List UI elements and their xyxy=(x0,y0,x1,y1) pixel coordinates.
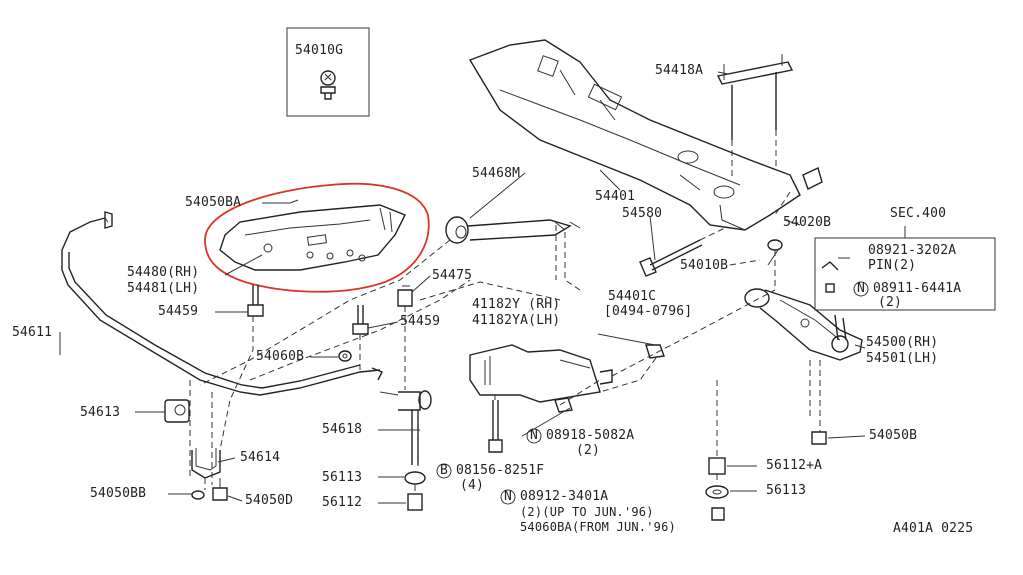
bolt-54459-left xyxy=(247,285,264,317)
label-56113-right: 56113 xyxy=(766,483,807,498)
bracket-41182Y xyxy=(469,344,613,403)
label-54401C: 54401C xyxy=(608,289,657,304)
label-08156: 08156-8251F xyxy=(456,463,545,478)
leader-lines xyxy=(59,71,866,504)
label-08918: 08918-5082A xyxy=(546,428,635,443)
circle-n-08911: N xyxy=(857,281,866,296)
label-54480-rh: 54480(RH) xyxy=(127,265,200,280)
washer-54060B xyxy=(338,350,383,381)
label-54010B: 54010B xyxy=(680,258,729,273)
label-54050B: 54050B xyxy=(869,428,918,443)
bracket-54418A xyxy=(716,54,794,180)
label-56112A: 56112+A xyxy=(766,458,823,473)
tension-rod-54468M xyxy=(445,216,581,291)
nut-08918 xyxy=(554,397,573,413)
label-54401: 54401 xyxy=(595,189,636,204)
clip-54010G-box xyxy=(286,27,370,117)
washer-54010B xyxy=(767,239,783,290)
label-54050D: 54050D xyxy=(245,493,294,508)
label-54500-rh: 54500(RH) xyxy=(866,335,939,350)
label-56112-left: 56112 xyxy=(322,495,363,510)
label-54050BA: 54050BA xyxy=(185,195,242,210)
nut-54050B-right xyxy=(811,431,827,445)
label-54475: 54475 xyxy=(432,268,473,283)
assembly-lines xyxy=(189,239,821,494)
label-54060B: 54060B xyxy=(256,349,305,364)
bushing-56112A-right xyxy=(708,457,726,484)
label-54418A: 54418A xyxy=(655,63,704,78)
bolt-54475 xyxy=(397,285,413,307)
washer-54050BB xyxy=(191,490,205,500)
bolt-54459-center xyxy=(352,305,369,335)
circle-b-08156: B xyxy=(440,463,449,478)
highlight-circle xyxy=(204,182,430,293)
label-08921: 08921-3202A xyxy=(868,243,957,258)
label-54459-left: 54459 xyxy=(158,304,199,319)
bolt-54580 xyxy=(639,227,726,277)
label-54060BA: 54060BA(FROM JUN.'96) xyxy=(520,520,676,534)
label-54010G: 54010G xyxy=(295,43,344,58)
bushing-56113-left xyxy=(404,471,426,485)
nut-08912 xyxy=(711,507,725,521)
label-08911: 08911-6441A xyxy=(873,281,962,296)
label-41182YA: 41182YA(LH) xyxy=(472,313,561,328)
label-54020B: 54020B xyxy=(783,215,832,230)
label-54481-lh: 54481(LH) xyxy=(127,281,200,296)
nut-54020B xyxy=(774,167,823,216)
label-54501-lh: 54501(LH) xyxy=(866,351,939,366)
label-41182Y: 41182Y (RH) xyxy=(472,297,561,312)
lower-arm-54500 xyxy=(744,288,863,361)
label-54611: 54611 xyxy=(12,325,53,340)
label-08918-qty: (2) xyxy=(576,443,601,458)
transverse-bracket-54480 xyxy=(219,204,406,271)
label-54468M: 54468M xyxy=(472,166,521,181)
bushing-56112-left xyxy=(407,493,423,511)
stabilizer-bar-54611 xyxy=(61,211,381,396)
sec-400-box xyxy=(814,226,996,311)
crossmember-54401 xyxy=(468,39,801,231)
circle-n-08918: N xyxy=(530,428,539,443)
label-08912: 08912-3401A xyxy=(520,489,609,504)
circle-n-08912: N xyxy=(504,489,513,504)
bolt-bracket xyxy=(488,400,503,453)
label-08911-qty: (2) xyxy=(878,295,903,310)
label-54050BB: 54050BB xyxy=(90,486,147,501)
bushing-56113-right xyxy=(705,485,729,499)
bolt-54050D xyxy=(212,478,228,501)
label-54613: 54613 xyxy=(80,405,121,420)
label-figure-code: A401A 0225 xyxy=(893,521,974,536)
circled-marks xyxy=(436,281,869,505)
label-54614: 54614 xyxy=(240,450,281,465)
clamp-54614 xyxy=(191,448,221,490)
label-sec-400: SEC.400 xyxy=(890,206,947,221)
clip-54401C xyxy=(645,344,665,359)
label-54459-center: 54459 xyxy=(400,314,441,329)
connecting-rod-54618 xyxy=(379,390,432,465)
bushing-54613 xyxy=(164,399,190,423)
label-56113-left: 56113 xyxy=(322,470,363,485)
label-08912-note: (2)(UP TO JUN.'96) xyxy=(520,505,654,519)
label-08156-qty: (4) xyxy=(460,478,485,493)
label-54401C-date: [0494-0796] xyxy=(604,304,693,319)
label-pin: PIN(2) xyxy=(868,258,917,273)
label-54618: 54618 xyxy=(322,422,363,437)
label-54580: 54580 xyxy=(622,206,663,221)
